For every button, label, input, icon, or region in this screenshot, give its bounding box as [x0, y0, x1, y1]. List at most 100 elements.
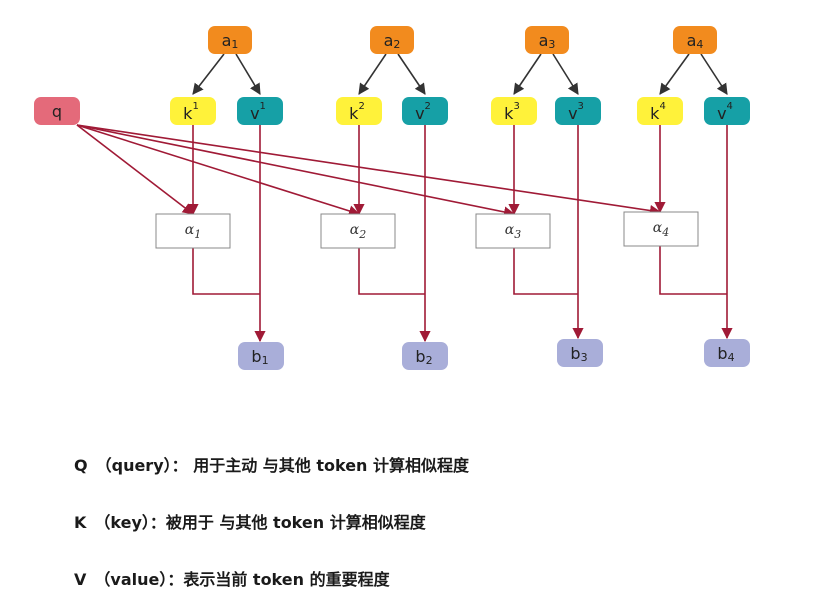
v4-label: v4 [717, 101, 733, 123]
edge-a3-k3 [513, 53, 542, 95]
a4-label: a4 [687, 31, 704, 51]
v3-label-base: v [568, 104, 577, 123]
legend-k-term: K [74, 513, 87, 532]
a1-node-shape [208, 26, 252, 54]
edge-a1-k1 [192, 53, 225, 95]
k4-label: k4 [650, 101, 666, 123]
v2-label-base: v [415, 104, 424, 123]
v4-node-shape [704, 97, 750, 125]
v2-node: v2 [402, 97, 448, 125]
edge-alpha3-merge [513, 248, 578, 295]
b4-node: b4 [704, 339, 750, 367]
b3-node: b3 [557, 339, 603, 367]
a3-label: a3 [539, 31, 556, 51]
alpha3-label-base: α [505, 222, 515, 238]
a4-label-sub: 4 [696, 38, 703, 51]
b3-label: b3 [570, 344, 587, 364]
k1-node-shape [170, 97, 216, 125]
legend-q: Q （query）： 用于主动 与其他 token 计算相似程度 [74, 452, 469, 476]
alpha1-box: α1 [155, 213, 231, 249]
v3-label: v3 [568, 101, 584, 123]
legend-k: K （key）：被用于 与其他 token 计算相似程度 [74, 509, 426, 533]
legend-q-term: Q [74, 456, 88, 475]
v3-node: v3 [555, 97, 601, 125]
v3-label-sup: 3 [578, 101, 584, 112]
k4-node: k4 [637, 97, 683, 125]
k4-label-sup: 4 [659, 101, 665, 112]
a2-label-sub: 2 [393, 38, 400, 51]
alpha4-box: α4 [623, 211, 699, 247]
b1-node: b1 [238, 342, 284, 370]
b4-node-shape [704, 339, 750, 367]
a1-label-base: a [222, 31, 232, 50]
b2-label: b2 [415, 347, 432, 367]
b1-label-base: b [251, 347, 261, 366]
b1-label-sub: 1 [262, 354, 269, 367]
query-node-shape [34, 97, 80, 125]
edge-a2-k2 [358, 53, 387, 95]
alpha4-label: α4 [653, 220, 669, 239]
a2-label-base: a [384, 31, 394, 50]
edge-q-alpha4 [76, 124, 662, 217]
edge-q-alpha3 [76, 124, 516, 218]
k1-label-sup: 1 [192, 101, 198, 112]
k3-node-shape [491, 97, 537, 125]
k2-label: k2 [349, 101, 365, 123]
a1-label-sub: 1 [231, 38, 238, 51]
a3-node-shape [525, 26, 569, 54]
v4-node: v4 [704, 97, 750, 125]
v2-node-shape [402, 97, 448, 125]
b3-node-shape [557, 339, 603, 367]
a2-node: a2 [370, 26, 414, 54]
a2-node-shape [370, 26, 414, 54]
a3-label-sub: 3 [548, 38, 555, 51]
alpha2-label: α2 [350, 222, 366, 241]
v4-label-sup: 4 [727, 101, 733, 112]
k2-node: k2 [336, 97, 382, 125]
edge-a4-k4 [659, 53, 690, 95]
edge-a4-v4 [700, 53, 728, 95]
edge-a3-v3 [552, 53, 579, 95]
k2-label-sup: 2 [358, 101, 364, 112]
alpha1-label-base: α [185, 222, 195, 238]
a1-label: a1 [222, 31, 239, 51]
query-node: q [34, 97, 80, 125]
edge-a2-v2 [397, 53, 426, 95]
query-node-label: q [52, 102, 62, 121]
b3-label-sub: 3 [581, 351, 588, 364]
alpha2-label-sub: 2 [358, 228, 366, 241]
legend-k-text: （key）：被用于 与其他 token 计算相似程度 [94, 513, 426, 532]
alpha4-box-shape [623, 211, 699, 247]
edges-layer [76, 53, 733, 343]
alpha3-box-shape [475, 213, 551, 249]
alpha3-label: α3 [505, 222, 521, 241]
alpha1-box-shape [155, 213, 231, 249]
k4-label-base: k [650, 104, 660, 123]
legend-v: V（value）：表示当前 token 的重要程度 [74, 566, 390, 590]
v2-label: v2 [415, 101, 431, 123]
b2-node: b2 [402, 342, 448, 370]
v4-label-base: v [717, 104, 726, 123]
b4-label: b4 [717, 344, 734, 364]
alpha4-label-base: α [653, 220, 663, 236]
k3-label-base: k [504, 104, 514, 123]
edge-alpha2-merge [358, 248, 425, 295]
alpha4-label-sub: 4 [661, 226, 669, 239]
a4-label-base: a [687, 31, 697, 50]
alpha2-label-base: α [350, 222, 360, 238]
b4-label-base: b [717, 344, 727, 363]
a4-node-shape [673, 26, 717, 54]
b2-label-base: b [415, 347, 425, 366]
k2-node-shape [336, 97, 382, 125]
v1-label-base: v [250, 104, 259, 123]
k2-label-base: k [349, 104, 359, 123]
v2-label-sup: 2 [425, 101, 431, 112]
k3-node: k3 [491, 97, 537, 125]
k1-label: k1 [183, 101, 199, 123]
a4-node: a4 [673, 26, 717, 54]
k3-label-sup: 3 [513, 101, 519, 112]
legend-q-text: （query）： 用于主动 与其他 token 计算相似程度 [95, 456, 470, 475]
alpha2-box-shape [320, 213, 396, 249]
k1-node: k1 [170, 97, 216, 125]
